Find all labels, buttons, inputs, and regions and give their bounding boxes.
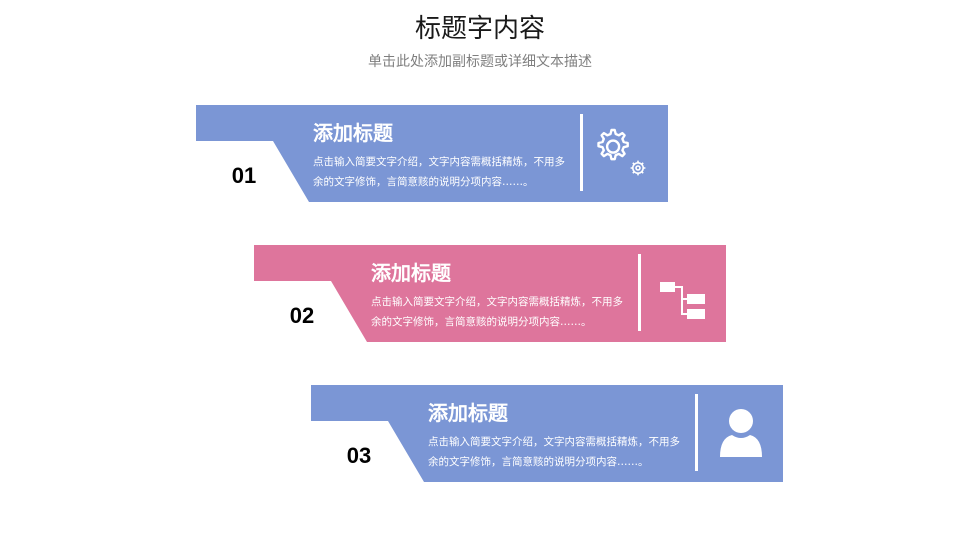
card-3[interactable]: 03 添加标题 点击输入简要文字介绍，文字内容需概括精炼，不用多余的文字修饰，言… — [311, 385, 783, 482]
page-subtitle: 单击此处添加副标题或详细文本描述 — [368, 54, 592, 70]
card-title: 添加标题 — [428, 401, 508, 425]
card-background — [196, 105, 668, 202]
card-shape — [254, 245, 726, 342]
hierarchy-icon — [650, 257, 718, 325]
card-description: 点击输入简要文字介绍，文字内容需概括精炼，不用多余的文字修饰，言简意赅的说明分项… — [371, 296, 623, 328]
card-number: 03 — [346, 443, 372, 468]
user-icon — [707, 397, 775, 465]
card-number: 02 — [289, 303, 315, 328]
card-2[interactable]: 02 添加标题 点击输入简要文字介绍，文字内容需概括精炼，不用多余的文字修饰，言… — [254, 245, 726, 342]
card-divider — [580, 114, 583, 191]
card-background — [254, 245, 726, 342]
page-title: 标题字内容 — [414, 14, 545, 44]
card-background — [311, 385, 783, 482]
card-1[interactable]: 01 添加标题 点击输入简要文字介绍，文字内容需概括精炼，不用多余的文字修饰，言… — [196, 105, 668, 202]
card-divider — [695, 394, 698, 471]
gear-icon — [592, 117, 660, 185]
card-divider — [638, 254, 641, 331]
card-description: 点击输入简要文字介绍，文字内容需概括精炼，不用多余的文字修饰，言简意赅的说明分项… — [428, 436, 680, 468]
card-description: 点击输入简要文字介绍，文字内容需概括精炼，不用多余的文字修饰，言简意赅的说明分项… — [313, 156, 565, 188]
card-title: 添加标题 — [371, 261, 451, 285]
card-shape — [196, 105, 668, 202]
card-number: 01 — [231, 163, 257, 188]
card-shape — [311, 385, 783, 482]
card-title: 添加标题 — [313, 121, 393, 145]
